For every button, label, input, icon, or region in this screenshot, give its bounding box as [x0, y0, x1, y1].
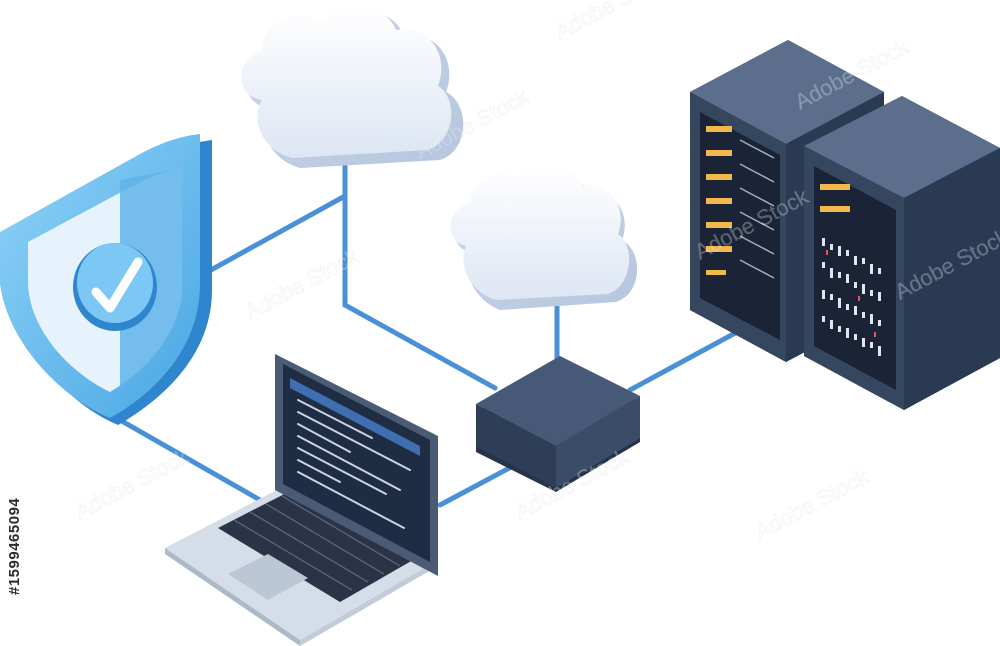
shield-check-icon — [0, 134, 212, 425]
watermark-text: Adobe Stock — [751, 463, 874, 544]
stock-id-label: #1599465094 — [6, 497, 23, 595]
line-laptop-to-hub — [437, 462, 518, 508]
watermark-text: Adobe Stock — [71, 443, 194, 524]
cloud-top-icon — [241, 6, 464, 169]
watermark-text: Adobe Stock — [551, 0, 674, 44]
line-hub-to-server — [627, 322, 753, 393]
line-shield-to-laptop — [117, 417, 263, 503]
laptop-icon — [165, 354, 438, 646]
server-rack-right-icon — [804, 96, 1000, 410]
cloud-middle-icon — [450, 165, 638, 310]
line-cloud-to-hub — [342, 193, 498, 391]
